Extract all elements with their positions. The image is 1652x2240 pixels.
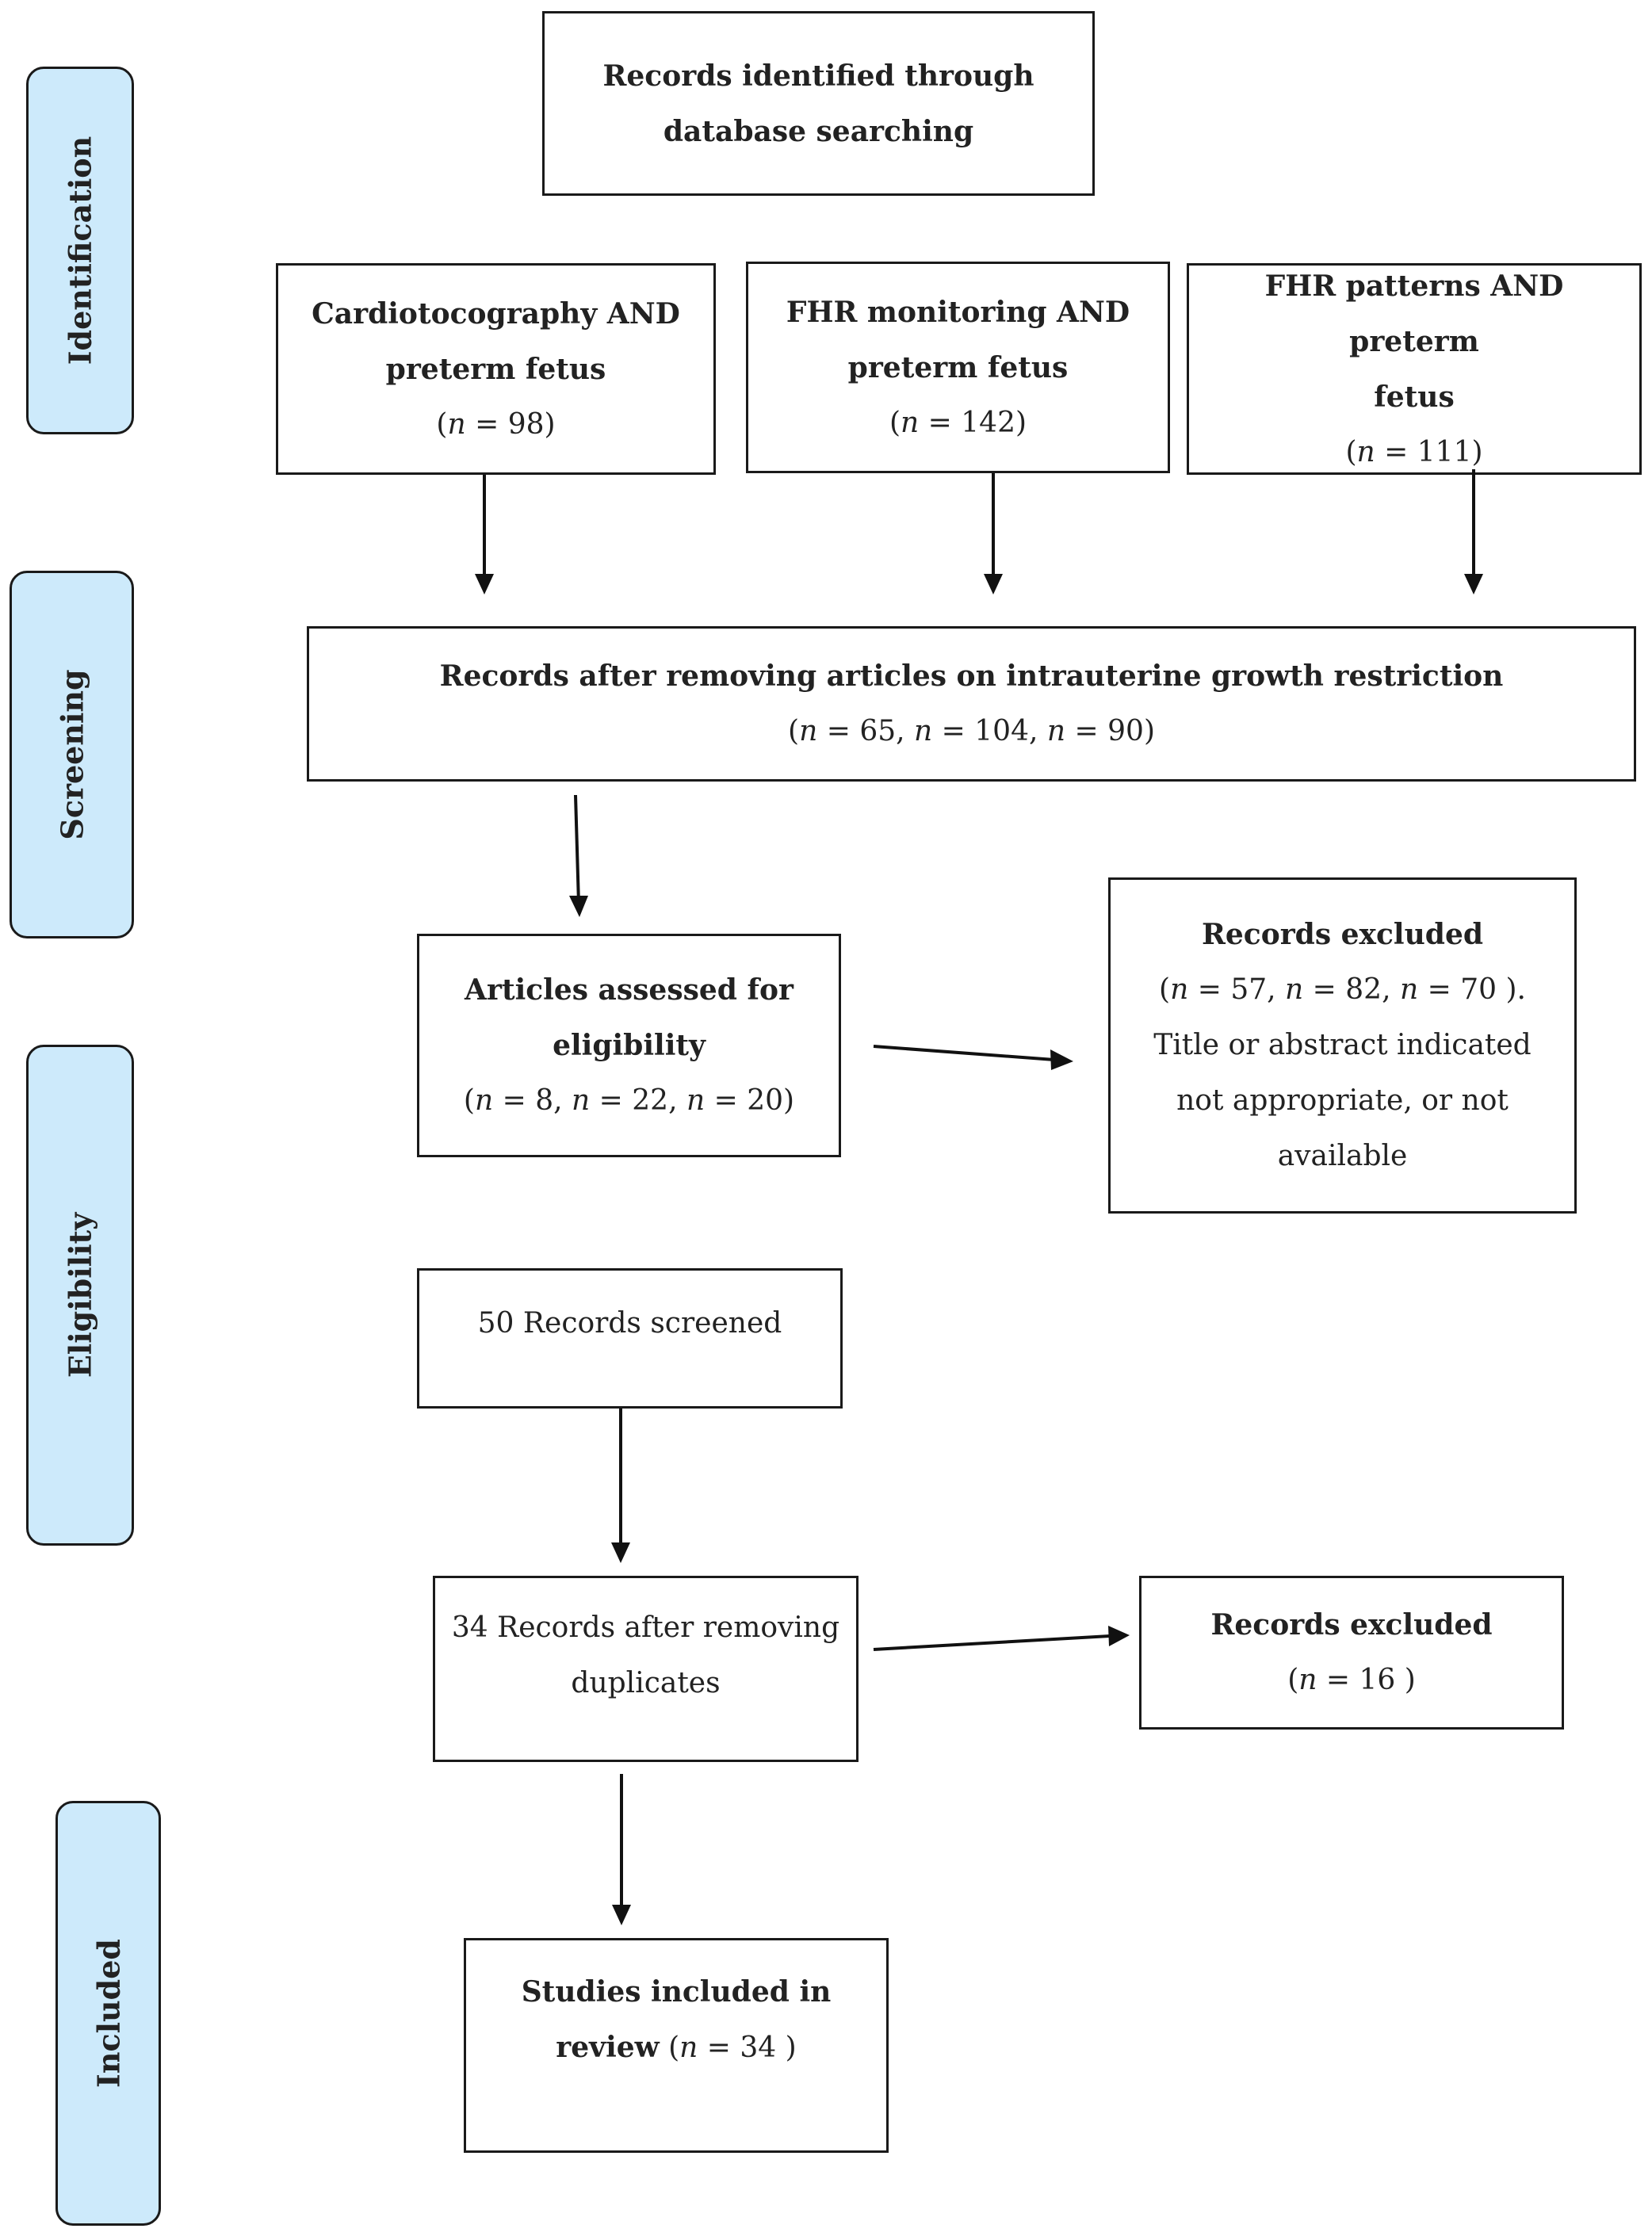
stage-eligibility: Eligibility [26, 1045, 134, 1546]
arrowhead-fhr-patterns [1464, 574, 1483, 594]
cardio-line2: preterm fetus [385, 352, 606, 386]
stage-included: Included [55, 1801, 161, 2226]
after-duplicates-line2: duplicates [571, 1667, 721, 1699]
excluded1-line3: Title or abstract indicated [1153, 1029, 1532, 1061]
arrowhead-fhr-monitoring [984, 574, 1003, 594]
fhr-monitoring-line2: preterm fetus [847, 350, 1069, 384]
arrowhead-excluded1 [1050, 1049, 1073, 1070]
records-after-title: Records after removing articles on intra… [439, 659, 1504, 693]
fhr-patterns-line1: FHR patterns AND preterm [1264, 269, 1564, 358]
box-records-excluded-1: Records excluded (n = 57, n = 82, n = 70… [1108, 877, 1577, 1214]
after-duplicates-line1: 34 Records after removing [451, 1611, 840, 1644]
arrowhead-assessed [569, 896, 588, 917]
arrowhead-cardio [475, 574, 494, 594]
excluded1-line4: not appropriate, or not [1176, 1084, 1509, 1117]
arrow-duplicates-to-excluded2 [873, 1634, 1111, 1651]
records-after-counts: (n = 65, n = 104, n = 90) [788, 715, 1155, 747]
excluded2-count: (n = 16 ) [1287, 1664, 1416, 1696]
included-line2: review (n = 34 ) [556, 2031, 797, 2064]
excluded1-line5: available [1277, 1140, 1408, 1172]
excluded1-title: Records excluded [1201, 918, 1484, 951]
assessed-line1: Articles assessed for [465, 973, 793, 1007]
box-fhr-patterns: FHR patterns AND preterm fetus (n = 111) [1187, 263, 1642, 475]
cardio-count: (n = 98) [436, 407, 556, 441]
excluded1-counts: (n = 57, n = 82, n = 70 ). [1159, 973, 1526, 1006]
box-articles-assessed: Articles assessed for eligibility (n = 8… [417, 934, 841, 1157]
fhr-patterns-count: (n = 111) [1345, 435, 1483, 468]
excluded2-title: Records excluded [1210, 1608, 1493, 1642]
database-line2: database searching [663, 114, 974, 148]
assessed-counts: (n = 8, n = 22, n = 20) [463, 1084, 795, 1117]
fhr-monitoring-count: (n = 142) [889, 406, 1027, 439]
fhr-monitoring-line1: FHR monitoring AND [786, 295, 1130, 329]
arrowhead-included [612, 1905, 631, 1925]
cardio-line1: Cardiotocography AND [312, 296, 680, 331]
arrowhead-excluded2 [1108, 1626, 1130, 1646]
assessed-line2: eligibility [553, 1029, 706, 1062]
stage-screening: Screening [10, 571, 134, 938]
box-fhr-monitoring: FHR monitoring AND preterm fetus (n = 14… [746, 262, 1170, 473]
box-records-after-iugr: Records after removing articles on intra… [307, 626, 1636, 782]
box-records-excluded-2: Records excluded (n = 16 ) [1139, 1576, 1564, 1730]
box-database-search: Records identified through database sear… [542, 11, 1095, 196]
fhr-patterns-line2: fetus [1374, 380, 1455, 414]
box-after-duplicates: 34 Records after removing duplicates [433, 1576, 859, 1762]
arrowhead-duplicates [611, 1542, 630, 1563]
arrow-assessed-to-excluded [873, 1045, 1055, 1061]
stage-identification: Identification [26, 67, 134, 434]
box-cardiotocography: Cardiotocography AND preterm fetus (n = … [276, 263, 716, 475]
screened-text: 50 Records screened [477, 1307, 782, 1340]
included-line1: Studies included in [521, 1975, 832, 2009]
arrow-screening-to-assessed [574, 794, 580, 904]
box-studies-included: Studies included in review (n = 34 ) [464, 1938, 889, 2153]
box-records-screened: 50 Records screened [417, 1268, 843, 1409]
database-line1: Records identified through [602, 59, 1034, 93]
